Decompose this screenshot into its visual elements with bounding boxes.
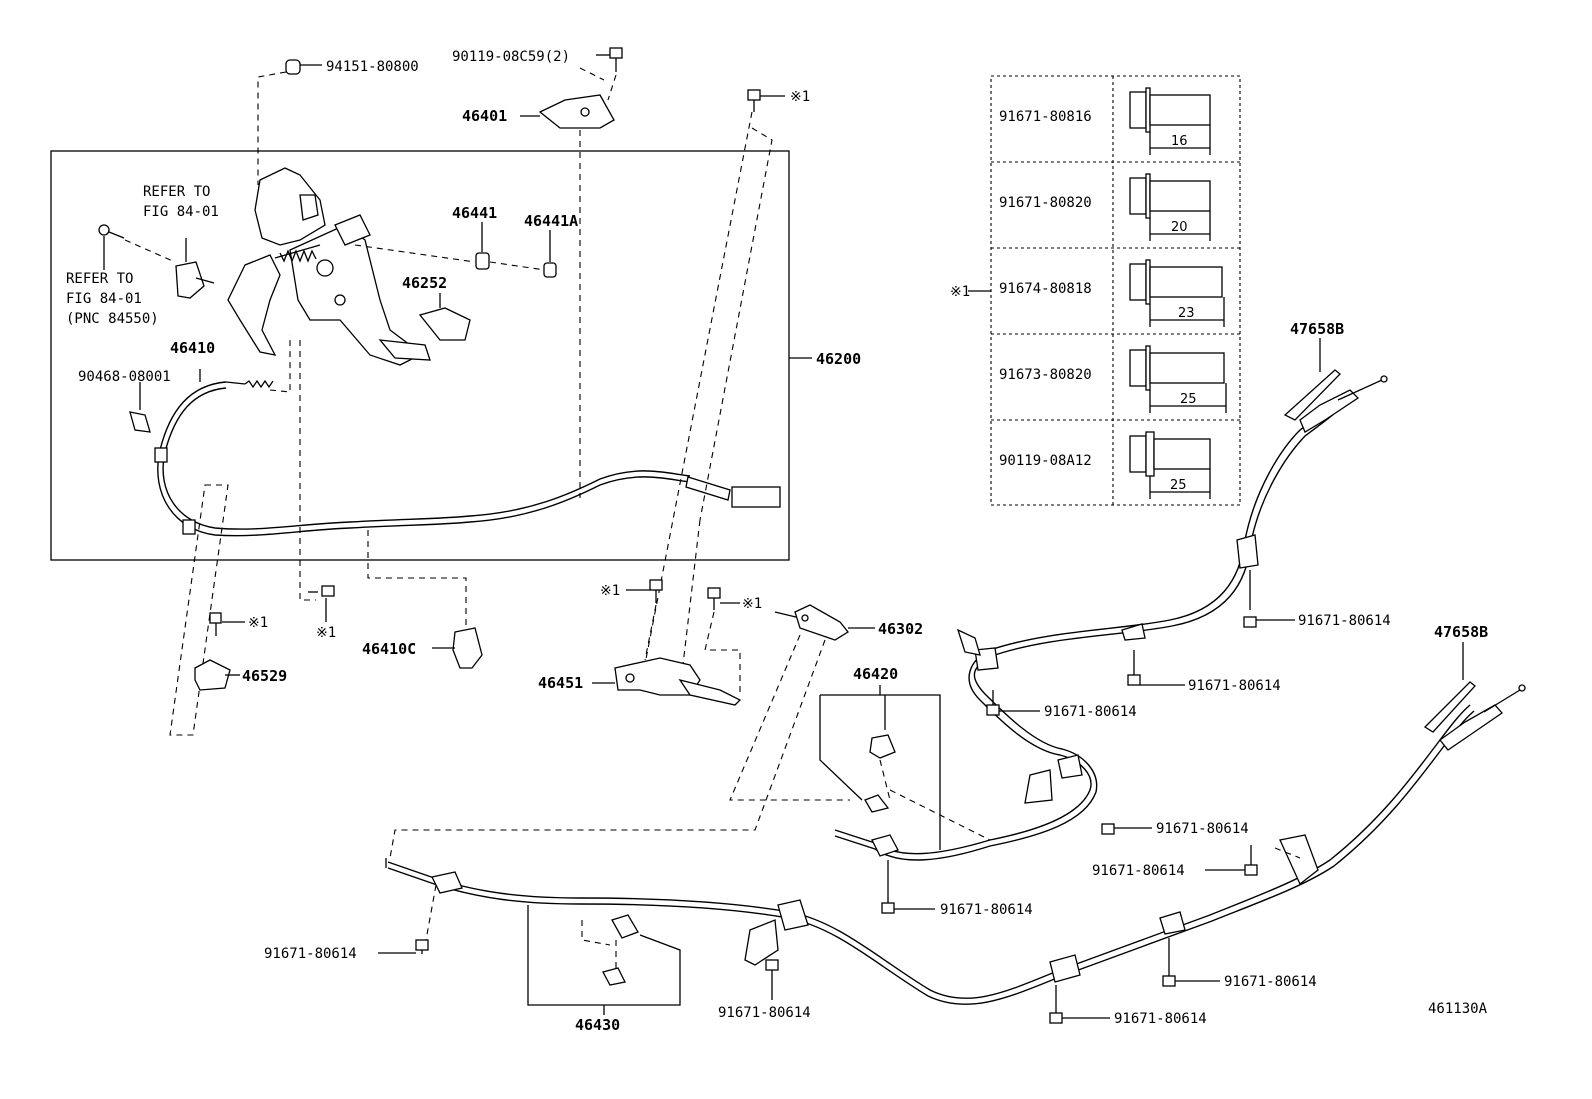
screw-icon bbox=[98, 224, 125, 239]
nut-46441A bbox=[543, 262, 557, 278]
label-90468-08001: 90468-08001 bbox=[78, 369, 171, 385]
label-bolt-b4: 91671-80614 bbox=[1156, 821, 1249, 837]
cable-46430 bbox=[387, 681, 1526, 1005]
bolt-b1 bbox=[1243, 616, 1295, 628]
cable-46410 bbox=[154, 379, 781, 537]
label-94151-80800: 94151-80800 bbox=[326, 59, 419, 75]
label-bolt-b1: 91671-80614 bbox=[1298, 613, 1391, 629]
bolt-length-row2: 20 bbox=[1171, 220, 1188, 235]
label-refer-to-1: REFER TO bbox=[143, 184, 210, 200]
mark-1-d: ※1 bbox=[742, 596, 762, 612]
label-46401: 46401 bbox=[462, 107, 507, 125]
label-46410: 46410 bbox=[170, 339, 215, 357]
bolt-length-row3: 23 bbox=[1178, 306, 1195, 321]
cable-46420 bbox=[834, 369, 1388, 861]
label-refer-to-2: REFER TO bbox=[66, 271, 133, 287]
label-46430: 46430 bbox=[575, 1016, 620, 1034]
label-46252: 46252 bbox=[402, 274, 447, 292]
bolt-icon-row3 bbox=[1129, 259, 1225, 327]
bolt-b4 bbox=[1101, 823, 1152, 835]
bolt-part-row4: 91673-80820 bbox=[999, 367, 1092, 383]
bolt-part-row3: 91674-80818 bbox=[999, 281, 1092, 297]
bolt-icon-row4 bbox=[1129, 345, 1227, 413]
mark-1-a: ※1 bbox=[248, 615, 268, 631]
nut-94151 bbox=[285, 59, 301, 75]
label-bolt-b10: 91671-80614 bbox=[1092, 863, 1185, 879]
clip-46420-b bbox=[864, 794, 890, 813]
bolt-length-row4: 25 bbox=[1180, 392, 1197, 407]
label-47658B-2: 47658B bbox=[1434, 623, 1488, 641]
label-46529: 46529 bbox=[242, 667, 287, 685]
parking-brake-pedal-assembly bbox=[227, 167, 431, 366]
bolt-b9 bbox=[1162, 938, 1220, 987]
pedal-pad-46252 bbox=[418, 307, 471, 341]
label-46200: 46200 bbox=[816, 350, 861, 368]
assembly-box-46200 bbox=[50, 150, 790, 561]
bolt-b10 bbox=[1205, 845, 1258, 876]
mark-1-b: ※1 bbox=[316, 625, 336, 641]
label-bolt-b8: 91671-80614 bbox=[1114, 1011, 1207, 1027]
label-bolt-b7: 91671-80614 bbox=[718, 1005, 811, 1021]
label-bolt-b9: 91671-80614 bbox=[1224, 974, 1317, 990]
mark-1-c: ※1 bbox=[600, 583, 620, 599]
bracket-46529 bbox=[194, 659, 231, 691]
label-46451: 46451 bbox=[538, 674, 583, 692]
bolt-part-row1: 91671-80816 bbox=[999, 109, 1092, 125]
label-pnc-84550: (PNC 84550) bbox=[66, 311, 159, 327]
label-bolt-b2: 91671-80614 bbox=[1188, 678, 1281, 694]
label-46410C: 46410C bbox=[362, 640, 416, 658]
label-fig-84-01-2: FIG 84-01 bbox=[66, 291, 142, 307]
bolt-mark1-top bbox=[747, 89, 761, 112]
label-47658B-1: 47658B bbox=[1290, 320, 1344, 338]
bolt-mark-row3: ※1 bbox=[950, 284, 970, 300]
bolt-90119-08C59 bbox=[609, 47, 623, 72]
label-fig-84-01-1: FIG 84-01 bbox=[143, 204, 219, 220]
cable-end-46302 bbox=[774, 604, 849, 641]
bolt-b6 bbox=[378, 939, 429, 954]
bolt-mark1-mid-b bbox=[707, 587, 721, 610]
bolt-icon-row1 bbox=[1129, 87, 1211, 155]
bolt-small-2 bbox=[308, 585, 335, 597]
bolt-length-row1: 16 bbox=[1171, 134, 1188, 149]
bolt-b2 bbox=[1127, 650, 1185, 686]
bolt-b3 bbox=[986, 690, 1040, 716]
bolt-length-row5: 25 bbox=[1170, 478, 1187, 493]
label-bolt-b5: 91671-80614 bbox=[940, 902, 1033, 918]
bolt-mark1-mid-a bbox=[649, 579, 663, 603]
bolt-table: 91671-80816 91671-80820 91674-80818 9167… bbox=[950, 75, 1241, 506]
switch-part bbox=[175, 261, 215, 299]
label-bolt-b6: 91671-80614 bbox=[264, 946, 357, 962]
label-90119-08C59: 90119-08C59(2) bbox=[452, 49, 570, 65]
clamp-46410C bbox=[452, 627, 483, 669]
label-46420: 46420 bbox=[853, 665, 898, 683]
clip-46441 bbox=[475, 252, 490, 270]
bolt-icon-row2 bbox=[1129, 173, 1211, 241]
bolt-part-row2: 91671-80820 bbox=[999, 195, 1092, 211]
bolt-b8 bbox=[1049, 985, 1110, 1024]
bracket-46451 bbox=[614, 657, 742, 706]
label-46441A: 46441A bbox=[524, 212, 578, 230]
label-46302: 46302 bbox=[878, 620, 923, 638]
clip-46430-a bbox=[611, 914, 639, 939]
bolt-icon-row5 bbox=[1129, 431, 1211, 499]
diagram-id: 461130A bbox=[1428, 1001, 1488, 1017]
bracket-46401 bbox=[538, 94, 615, 129]
bolt-part-row5: 90119-08A12 bbox=[999, 453, 1092, 469]
clip-46420-a bbox=[869, 734, 896, 759]
bolt-small-1 bbox=[209, 612, 222, 636]
clip-46430-b bbox=[602, 967, 626, 986]
bolt-b7 bbox=[765, 959, 779, 1000]
label-bolt-b3: 91671-80614 bbox=[1044, 704, 1137, 720]
mark-1-e: ※1 bbox=[790, 89, 810, 105]
label-46441: 46441 bbox=[452, 204, 497, 222]
bolt-b5 bbox=[881, 860, 935, 914]
